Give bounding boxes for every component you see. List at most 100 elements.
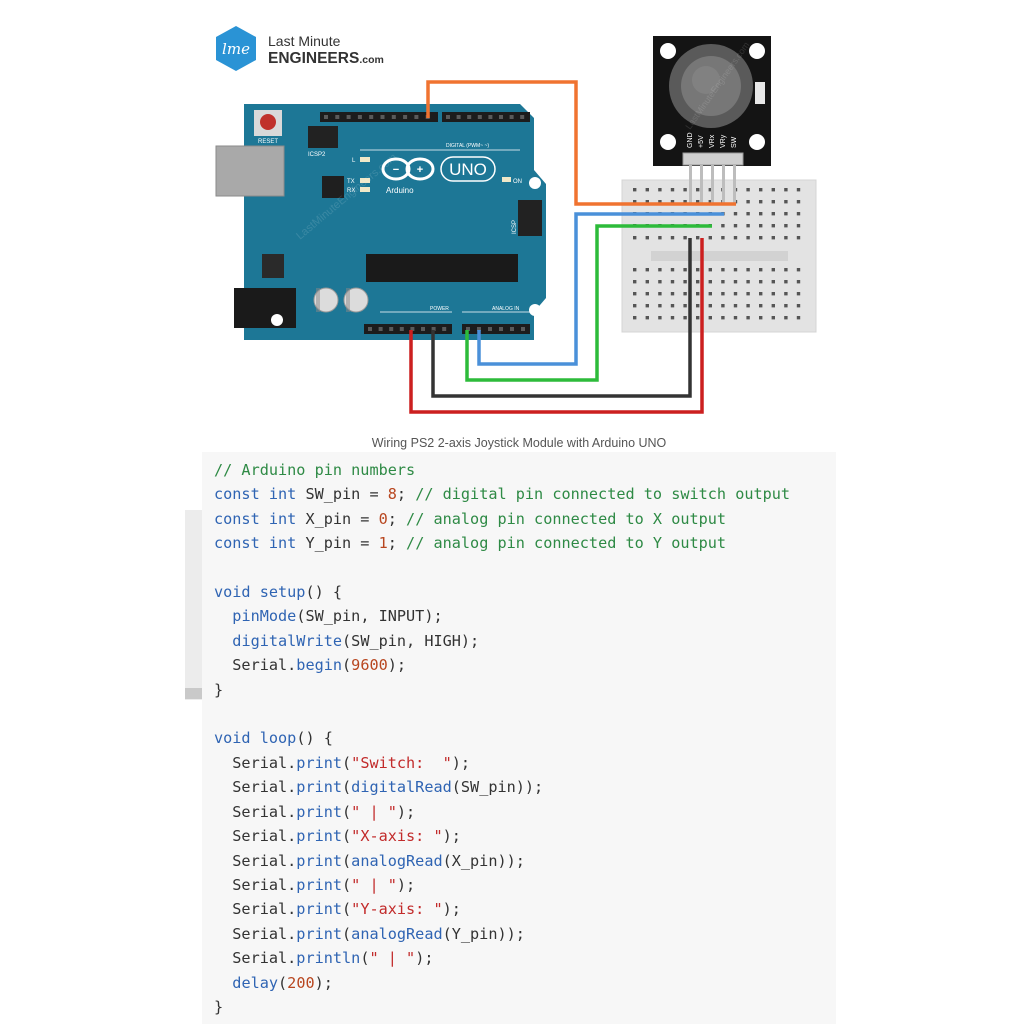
breadboard-hole — [796, 316, 801, 320]
analog-label: ANALOG IN — [492, 306, 520, 312]
header-hole — [368, 327, 372, 331]
header-hole — [499, 115, 503, 119]
breadboard-hole — [759, 292, 763, 296]
code-token: ( — [342, 656, 352, 675]
breadboard-hole — [645, 316, 649, 320]
breadboard-hole — [683, 188, 687, 192]
digital-header-left — [320, 112, 438, 122]
breadboard-hole — [633, 200, 637, 204]
joystick-pin-leg — [722, 165, 725, 205]
code-token: Serial. — [214, 802, 297, 821]
code-token: const int — [214, 534, 297, 553]
breadboard-hole — [746, 224, 750, 228]
breadboard-hole — [796, 200, 801, 204]
code-token: ); — [442, 900, 461, 919]
code-line: Serial.print(" | "); — [214, 803, 415, 821]
code-token: print — [296, 924, 343, 943]
breadboard-hole — [696, 236, 700, 240]
header-hole — [466, 327, 470, 331]
code-token: ); — [442, 827, 461, 846]
breadboard-hole — [771, 292, 775, 296]
wire-y-axis — [465, 224, 712, 382]
breadboard-hole — [683, 316, 687, 320]
header-hole — [509, 115, 514, 119]
breadboard-hole — [759, 224, 763, 228]
code-line: const int Y_pin = 1; // analog pin conne… — [214, 534, 726, 552]
code-token: Y_pin = — [296, 534, 379, 553]
breadboard-hole — [721, 224, 725, 228]
code-token — [251, 729, 260, 747]
code-token: // analog pin connected to X output — [406, 509, 727, 528]
breadboard-hole — [771, 268, 775, 272]
code-token: ; — [387, 534, 407, 553]
breadboard-hole — [721, 268, 725, 272]
code-token: const int — [214, 485, 297, 504]
code-token: X_pin = — [296, 509, 379, 528]
breadboard-hole — [746, 188, 750, 192]
header-hole — [357, 115, 362, 119]
breadboard-hole — [696, 316, 700, 320]
breadboard-hole — [658, 280, 662, 284]
code-token: " | " — [351, 802, 397, 821]
breadboard-hole — [759, 316, 763, 320]
reset-label: RESET — [258, 139, 278, 145]
code-token — [251, 583, 260, 601]
code-token: "X-axis: " — [351, 827, 443, 846]
breadboard-hole — [759, 280, 763, 284]
joystick-pin-label: SW — [731, 136, 738, 148]
breadboard-hole — [746, 280, 750, 284]
breadboard-hole — [759, 236, 763, 240]
code-token: ); — [415, 949, 434, 968]
breadboard-hole — [746, 304, 750, 308]
breadboard-hole — [771, 212, 775, 216]
code-token: pinMode — [232, 607, 297, 626]
code-token: delay — [232, 973, 279, 992]
header-hole — [520, 115, 525, 119]
header-hole — [335, 115, 340, 119]
code-line: void setup() { — [214, 583, 342, 601]
code-token: (Y_pin)); — [442, 924, 525, 943]
breadboard-hole — [708, 236, 712, 240]
wire-x-axis — [477, 212, 724, 366]
logo-mark-icon — [216, 26, 256, 71]
joystick-pin-leg — [689, 165, 692, 205]
code-token: (X_pin)); — [442, 851, 525, 870]
site-logo[interactable]: lme Last Minute ENGINEERS.com — [216, 26, 384, 71]
code-token — [214, 632, 232, 650]
breadboard-hole — [645, 236, 649, 240]
breadboard-hole — [670, 292, 675, 296]
header-hole — [510, 327, 514, 331]
code-line: delay(200); — [214, 974, 333, 992]
breadboard-hole — [784, 200, 788, 204]
code-token: 1 — [378, 534, 388, 553]
breadboard-hole — [771, 188, 775, 192]
code-line: void loop() { — [214, 729, 333, 747]
code-token: print — [296, 851, 343, 870]
header-hole — [477, 327, 481, 331]
breadboard-hole — [746, 200, 750, 204]
code-token: const int — [214, 509, 297, 528]
code-token: ( — [278, 973, 288, 992]
breadboard-hole — [796, 292, 801, 296]
breadboard-hole — [670, 236, 675, 240]
breadboard-hole — [708, 200, 712, 204]
code-token: Serial. — [214, 778, 297, 797]
code-token: } — [214, 997, 224, 1016]
code-token: Serial. — [214, 924, 297, 943]
left-scroll-thumb[interactable] — [185, 688, 202, 699]
breadboard-hole — [658, 188, 662, 192]
logo-line1: Last Minute — [268, 33, 341, 49]
header-hole — [488, 115, 493, 119]
code-token: ); — [387, 656, 407, 675]
breadboard — [621, 179, 817, 333]
joystick-pin-label: VRx — [709, 134, 716, 148]
breadboard-hole — [733, 236, 738, 240]
breadboard-hole — [759, 188, 763, 192]
code-token: SW_pin = — [296, 485, 388, 504]
icsp-label: ICSP — [512, 220, 518, 234]
breadboard-hole — [784, 268, 788, 272]
breadboard-hole — [683, 236, 687, 240]
breadboard-hole — [796, 304, 801, 308]
code-token: 0 — [378, 509, 388, 528]
